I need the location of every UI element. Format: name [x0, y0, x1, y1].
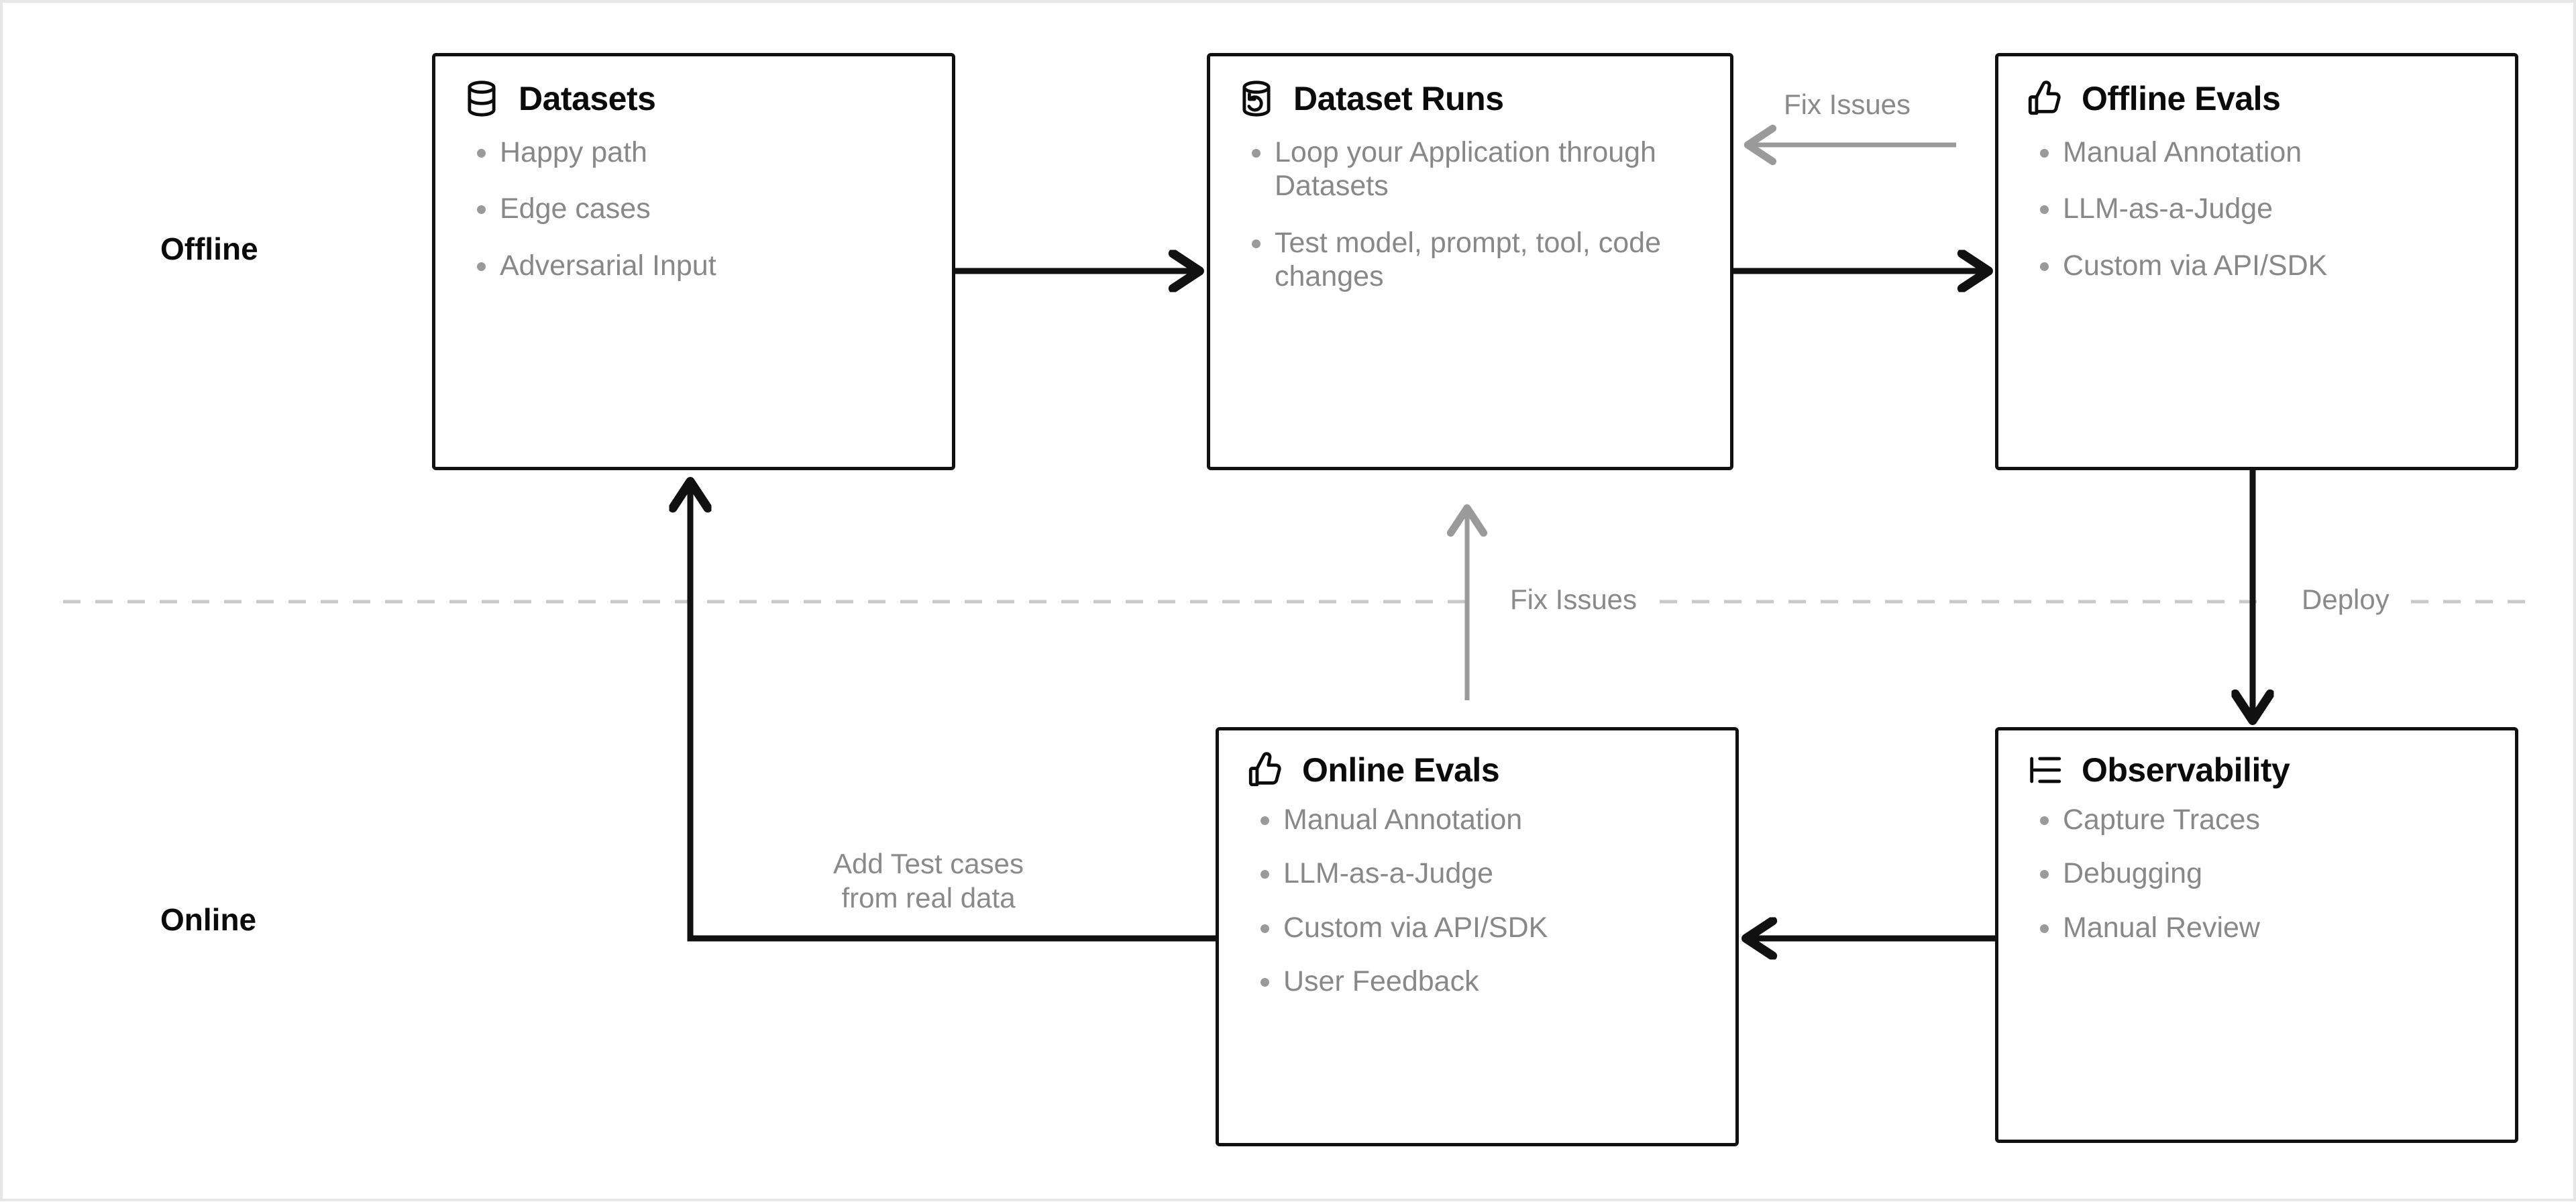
thumbs-up-icon	[1248, 752, 1281, 787]
list-item: Custom via API/SDK	[2040, 249, 2492, 282]
edge-label-add-test-cases-line2: from real data	[841, 882, 1016, 914]
list-item: LLM-as-a-Judge	[1260, 857, 1713, 890]
node-offline-evals-list: Manual Annotation LLM-as-a-Judge Custom …	[1998, 135, 2515, 282]
list-item: Manual Annotation	[1260, 803, 1713, 836]
node-online-evals-list: Manual Annotation LLM-as-a-Judge Custom …	[1219, 803, 1735, 998]
node-observability-list: Capture Traces Debugging Manual Review	[1998, 803, 2515, 944]
list-item: User Feedback	[1260, 965, 1713, 998]
list-item: Capture Traces	[2040, 803, 2492, 836]
node-online-evals-title: Online Evals	[1302, 751, 1500, 789]
list-item: Custom via API/SDK	[1260, 911, 1713, 944]
node-observability[interactable]: Observability Capture Traces Debugging M…	[1995, 727, 2518, 1143]
list-item: Happy path	[477, 135, 929, 169]
connector-layer	[63, 124, 2525, 1204]
node-online-evals[interactable]: Online Evals Manual Annotation LLM-as-a-…	[1216, 727, 1739, 1146]
node-dataset-runs-header: Dataset Runs	[1210, 56, 1730, 118]
node-offline-evals-header: Offline Evals	[1998, 56, 2515, 118]
list-item: Manual Annotation	[2040, 135, 2492, 169]
node-datasets-header: Datasets	[435, 56, 952, 118]
database-icon	[468, 80, 496, 117]
node-offline-evals-title: Offline Evals	[2082, 80, 2281, 117]
node-observability-header: Observability	[1998, 730, 2515, 789]
list-item: Manual Review	[2040, 911, 2492, 944]
edge-label-deploy: Deploy	[2287, 584, 2404, 616]
list-item: Debugging	[2040, 857, 2492, 890]
node-online-evals-header: Online Evals	[1219, 730, 1735, 789]
list-item: Loop your Application through Datasets	[1252, 135, 1690, 203]
list-item: Adversarial Input	[477, 249, 929, 282]
edge-label-fix-issues-top: Fix Issues	[1784, 89, 1911, 120]
node-dataset-runs[interactable]: Dataset Runs Loop your Application throu…	[1207, 53, 1733, 470]
node-observability-title: Observability	[2082, 751, 2290, 789]
node-dataset-runs-list: Loop your Application through Datasets T…	[1210, 135, 1730, 293]
database-refresh-icon	[1242, 80, 1271, 117]
row-label-offline: Offline	[160, 231, 258, 266]
list-item: LLM-as-a-Judge	[2040, 192, 2492, 225]
node-datasets[interactable]: Datasets Happy path Edge cases Adversari…	[432, 53, 955, 470]
node-dataset-runs-title: Dataset Runs	[1293, 80, 1504, 117]
edge-label-fix-issues-mid: Fix Issues	[1495, 584, 1652, 616]
edge-label-add-test-cases: Add Test cases from real data	[811, 846, 1046, 915]
row-label-online: Online	[160, 902, 257, 937]
list-tree-icon	[2030, 757, 2061, 783]
node-datasets-title: Datasets	[519, 80, 656, 117]
edge-label-add-test-cases-line1: Add Test cases	[833, 848, 1024, 879]
thumbs-up-icon	[2028, 80, 2061, 115]
node-datasets-list: Happy path Edge cases Adversarial Input	[435, 135, 952, 282]
list-item: Test model, prompt, tool, code changes	[1252, 226, 1690, 294]
node-offline-evals[interactable]: Offline Evals Manual Annotation LLM-as-a…	[1995, 53, 2518, 470]
list-item: Edge cases	[477, 192, 929, 225]
edge-online-evals-to-datasets	[690, 480, 1216, 942]
